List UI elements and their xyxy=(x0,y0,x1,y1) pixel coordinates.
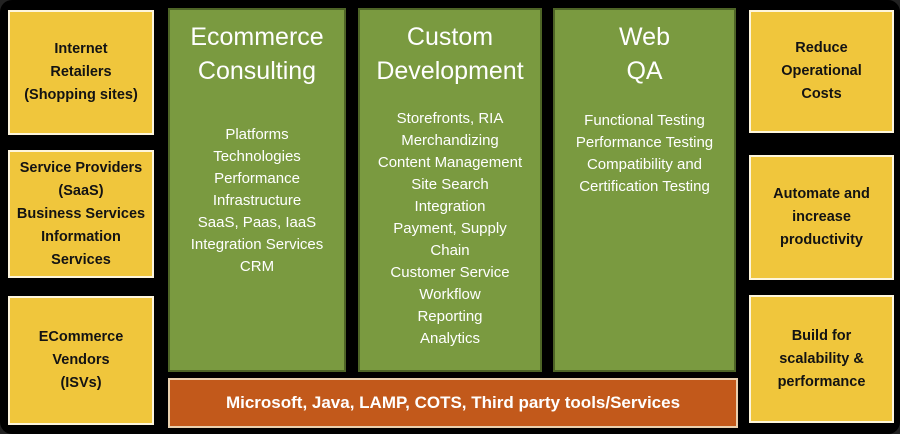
panel-item-list: Platforms Technologies Performance Infra… xyxy=(170,124,344,278)
service-item: Workflow xyxy=(419,286,481,303)
service-item: Performance xyxy=(214,170,300,187)
service-item: Payment, Supply Chain xyxy=(393,220,507,259)
audience-box-label: ECommerce Vendors (ISVs) xyxy=(38,329,124,391)
benefit-box-scalability-performance: Build for scalability & performance xyxy=(749,295,894,423)
service-item: Customer Service xyxy=(390,264,510,281)
service-item: Content Management xyxy=(377,154,523,171)
service-item: Performance Testing xyxy=(575,134,714,151)
panel-title: Custom Development xyxy=(376,23,524,85)
panel-item-list: Storefronts, RIA Merchandizing Content M… xyxy=(360,108,540,350)
audience-box-service-providers: Service Providers (SaaS) Business Servic… xyxy=(8,150,154,278)
service-item: Integration xyxy=(414,198,486,215)
service-item: Merchandizing xyxy=(401,132,499,149)
benefit-box-label: Reduce Operational Costs xyxy=(781,40,862,102)
service-item: Platforms xyxy=(225,126,289,143)
service-item: Compatibility and Certification Testing xyxy=(579,156,710,195)
service-item: Integration Services xyxy=(190,236,324,253)
benefit-box-label: Automate and increase productivity xyxy=(773,186,870,248)
platform-technologies-bar: Microsoft, Java, LAMP, COTS, Third party… xyxy=(168,378,738,428)
service-panel-web-qa: Web QA Functional Testing Performance Te… xyxy=(553,8,736,372)
service-item: Reporting xyxy=(417,308,483,325)
audience-box-label: Service Providers (SaaS) Business Servic… xyxy=(16,159,146,268)
panel-title: Web QA xyxy=(619,23,670,85)
service-item: Infrastructure xyxy=(212,192,302,209)
service-item: Technologies xyxy=(213,148,301,165)
service-panel-custom-development: Custom Development Storefronts, RIA Merc… xyxy=(358,8,542,372)
audience-box-ecommerce-vendors: ECommerce Vendors (ISVs) xyxy=(8,296,154,425)
benefit-box-label: Build for scalability & performance xyxy=(777,327,866,390)
benefit-box-reduce-costs: Reduce Operational Costs xyxy=(749,10,894,133)
service-item: Site Search xyxy=(411,176,489,193)
service-panel-ecommerce-consulting: Ecommerce Consulting Platforms Technolog… xyxy=(168,8,346,372)
panel-item-list: Functional Testing Performance Testing C… xyxy=(555,110,734,198)
service-item: SaaS, Paas, IaaS xyxy=(197,214,317,231)
audience-box-label: Internet Retailers (Shopping sites) xyxy=(24,41,138,103)
service-item: Functional Testing xyxy=(584,112,705,129)
service-item: Storefronts, RIA xyxy=(396,110,504,127)
audience-box-internet-retailers: Internet Retailers (Shopping sites) xyxy=(8,10,154,135)
platform-bar-label: Microsoft, Java, LAMP, COTS, Third party… xyxy=(225,393,681,412)
service-item: Analytics xyxy=(419,330,481,347)
benefit-box-automate-productivity: Automate and increase productivity xyxy=(749,155,894,280)
panel-title: Ecommerce Consulting xyxy=(190,23,324,85)
service-item: CRM xyxy=(239,258,275,275)
